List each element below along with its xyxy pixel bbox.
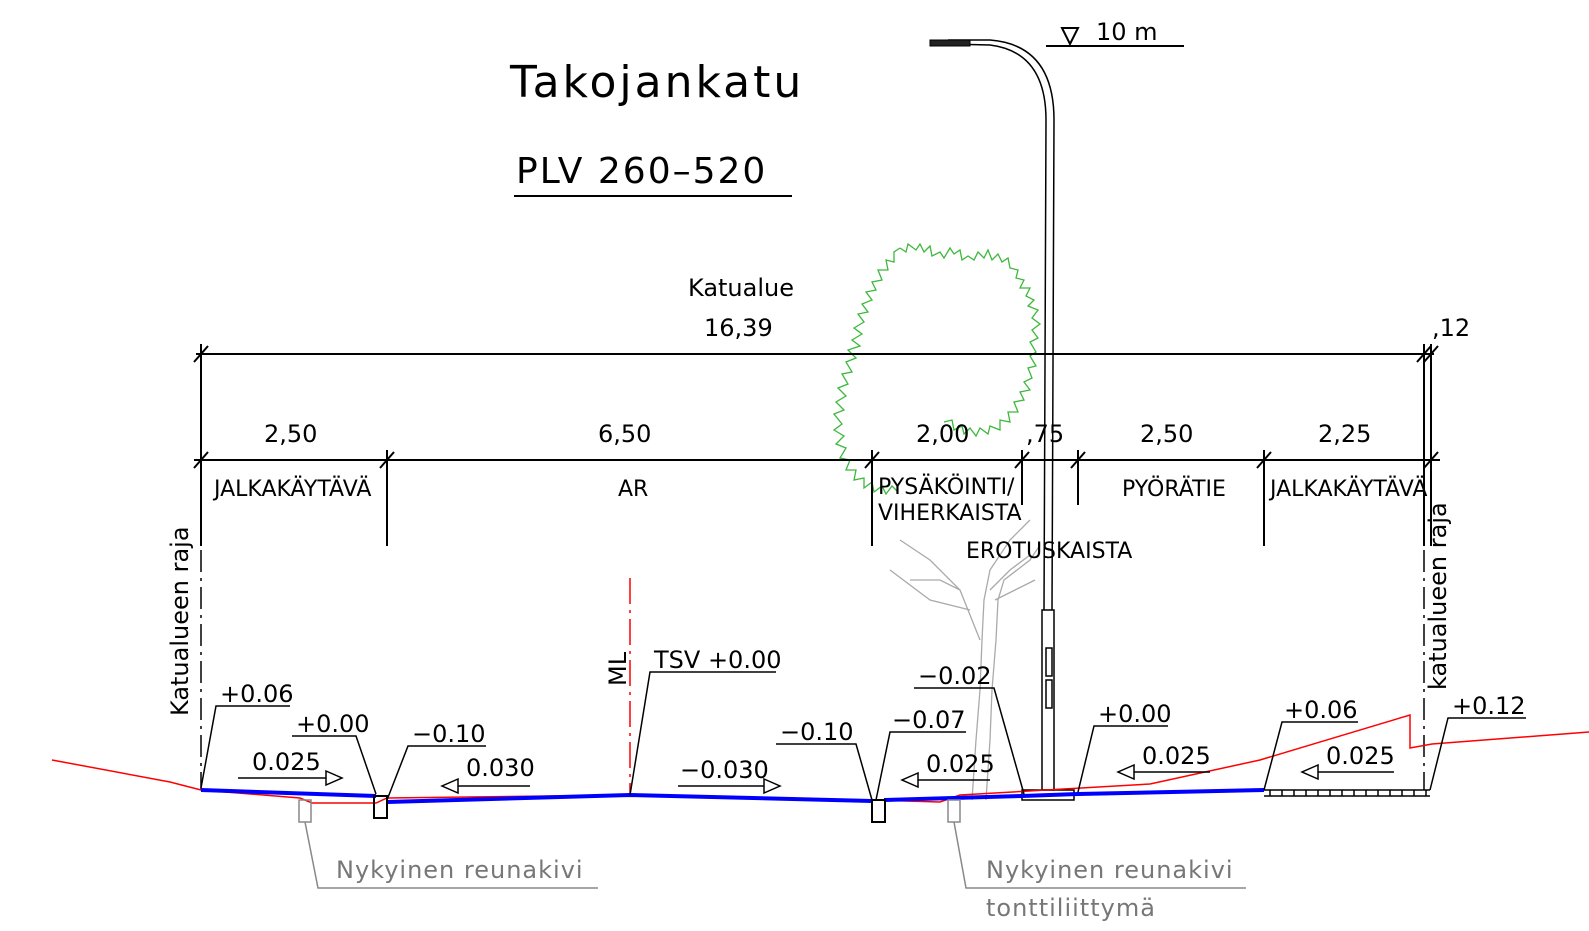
left-boundary-label: Katualueen raja (166, 526, 194, 716)
right-boundary-label: katualueen raja (1424, 502, 1452, 690)
right-curb (871, 799, 886, 823)
drawing-subtitle: PLV 260–520 (516, 151, 767, 192)
drawing-title: Takojankatu (509, 57, 804, 108)
note-leader-left (304, 821, 598, 889)
right-sidewalk-paving (1264, 789, 1430, 797)
note-left-curb: Nykyinen reunakivi (336, 856, 584, 884)
level-tsv: TSV +0.00 (653, 646, 782, 674)
lane-roadway: AR (618, 477, 648, 502)
slope-s6: 0.025 (1326, 742, 1395, 770)
level-l1: +0.06 (220, 680, 294, 708)
street-area-width: 16,39 (704, 314, 773, 342)
slope-s3: −0.030 (680, 756, 769, 784)
elevation-triangle-icon (1060, 27, 1080, 47)
level-leaders (200, 671, 1526, 801)
street-area-extra-width: ,12 (1432, 314, 1470, 342)
street-area-label: Katualue (688, 274, 794, 302)
design-surface-left (200, 788, 377, 798)
left-curb (373, 795, 388, 819)
slope-s5: 0.025 (1142, 742, 1211, 770)
level-l9: +0.12 (1452, 692, 1526, 720)
level-l4: −0.10 (780, 718, 854, 746)
lane-separator: EROTUSKAISTA (966, 539, 1132, 564)
level-l3: −0.10 (412, 720, 486, 748)
note-driveway: tonttiliittymä (986, 894, 1156, 922)
elevation-label: 10 m (1096, 18, 1158, 46)
lane-parking-line1: PYSÄKÖINTI/ (878, 474, 1015, 500)
existing-curb-right (947, 799, 961, 823)
level-l7: +0.00 (1098, 700, 1172, 728)
overall-dimension-line (193, 344, 1439, 546)
width-parking: 2,00 (916, 420, 969, 448)
level-l6: −0.02 (918, 662, 992, 690)
lane-right-sidewalk: JALKAKÄYTÄVÄ (1268, 476, 1427, 502)
lane-left-sidewalk: JALKAKÄYTÄVÄ (212, 476, 371, 502)
level-l2: +0.00 (296, 710, 370, 738)
design-surface-right (883, 788, 1265, 802)
design-surface-roadway (386, 792, 873, 804)
width-right-sidewalk: 2,25 (1318, 420, 1371, 448)
street-light-pole-icon (929, 39, 1075, 801)
slope-s4: 0.025 (926, 750, 995, 778)
width-roadway: 6,50 (598, 420, 651, 448)
width-separator: ,75 (1026, 420, 1064, 448)
tree-trunk-icon (889, 519, 1041, 801)
note-leader-right (953, 821, 1246, 889)
segment-dimension-line (193, 450, 1440, 546)
level-l8: +0.06 (1284, 696, 1358, 724)
existing-curb-left (298, 799, 312, 823)
slope-s1: 0.025 (252, 748, 321, 776)
centerline-label: ML (604, 651, 632, 686)
level-l5: −0.07 (892, 706, 966, 734)
tree-canopy-icon (832, 242, 1042, 496)
lane-bike-path: PYÖRÄTIE (1122, 476, 1226, 502)
width-bike-path: 2,50 (1140, 420, 1193, 448)
note-right-curb: Nykyinen reunakivi (986, 856, 1234, 884)
slope-arrows (238, 763, 1394, 795)
width-left-sidewalk: 2,50 (264, 420, 317, 448)
lane-parking-line2: VIHERKAISTA (878, 501, 1022, 526)
elevation-mark: 10 m (1046, 18, 1184, 47)
slope-s2: 0.030 (466, 754, 535, 782)
